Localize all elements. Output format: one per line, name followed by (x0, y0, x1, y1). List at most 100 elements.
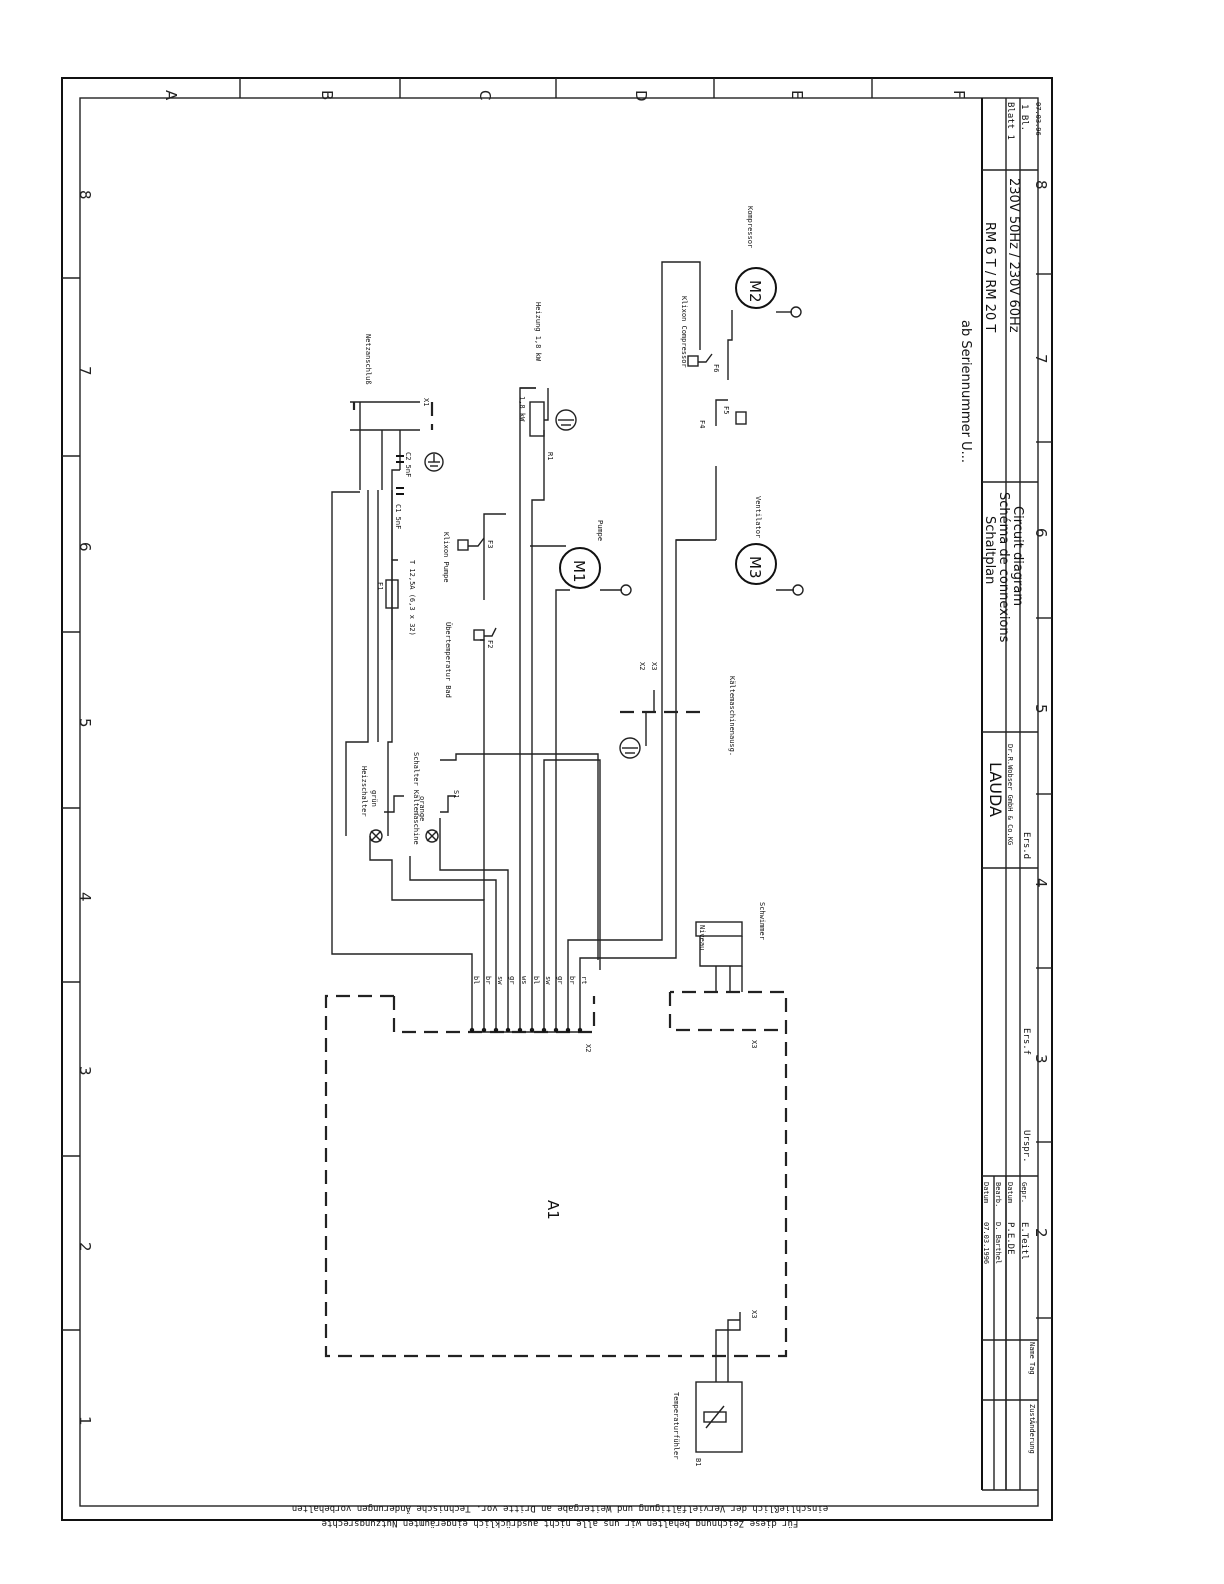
wire-code-10: rt (580, 976, 588, 984)
column-letter-f: F (950, 90, 968, 99)
level-x3-label: X3 (750, 1040, 758, 1048)
title-english: Circuit diagram (1010, 506, 1025, 606)
klixon-compressor-label: Klixon Compressor (680, 296, 688, 368)
sheet-count: 1 Bl. (1019, 104, 1029, 131)
column-letter-a: A (162, 90, 180, 101)
row-number-right-6: 6 (1032, 528, 1050, 538)
row-number-7: 7 (76, 366, 94, 376)
motor-m1-label: M1 (570, 560, 588, 583)
sheet-number: Blatt 1 (1005, 102, 1015, 140)
row-number-right-7: 7 (1032, 354, 1050, 364)
cooling-unit-label: Kältemaschinenausg. (728, 676, 736, 756)
tb-row-label-4: Gepr. (1020, 1182, 1028, 1203)
f6-label: F6 (712, 364, 720, 372)
voltage-label: 230V 50Hz / 230V 60Hz (1006, 178, 1021, 333)
heater-label: Heizung 1,8 kW (534, 302, 542, 362)
protection-switches: Klixon Pumpe F3 Übertemperatur Bad F2 (442, 532, 497, 698)
controller-label: A1 (544, 1200, 562, 1220)
wire-code-1: bl (472, 976, 480, 984)
wire-code-6: bl (532, 976, 540, 984)
cool-switch-lamp-icon (425, 829, 439, 843)
mains-connection: Netzanschluß X1 C2 5nF C1 5nF (352, 334, 444, 529)
level-sensor-niveau: Niveau (698, 925, 706, 950)
temp-x3-label: X3 (750, 1310, 758, 1318)
cool-switch-color: orange (418, 796, 426, 821)
series-note: ab Seriennummer U... (958, 320, 973, 463)
cooling-x3-label: X3 (650, 662, 658, 670)
tb-row-value-1: 07.03.1996 (982, 1222, 990, 1264)
company-subtitle: Dr.R.Wobser GmbH & Co.KG (1006, 744, 1014, 845)
motor-m1: M1 Pumpe (559, 520, 632, 596)
sheet-date: 07.03.96 (1034, 102, 1042, 136)
column-letter-b: B (318, 90, 336, 100)
tb-row-value-4: E.Teitl (1019, 1222, 1029, 1260)
connector-x2-label: X2 (584, 1044, 592, 1052)
heater-power: 1,8 kW (518, 396, 526, 422)
motor-m2: M2 Kompressor Klixon Compressor F6 F4 F5 (680, 206, 802, 428)
switch-s1-label: S1 (452, 790, 460, 798)
motor-m1-name: Pumpe (596, 520, 604, 541)
rev-header-day: Tag (1028, 1362, 1036, 1375)
fuse-f1-label: F1 (376, 582, 384, 590)
row-number-1: 1 (76, 1416, 94, 1426)
rev-header-change: Änderung (1028, 1420, 1037, 1454)
f2-label: F2 (486, 640, 494, 648)
replaced-by: Ers.f (1021, 1028, 1031, 1055)
heater-earth-icon (555, 409, 577, 431)
origin-label: Urspr. (1021, 1130, 1031, 1163)
tb-row-label-1: Datum (982, 1182, 990, 1203)
heat-switch-color: grün (370, 790, 378, 807)
row-number-strip-right: 2 3 4 5 6 7 8 (1032, 180, 1052, 1319)
copyright-line-2: einschließlich der Vervielfältigung und … (292, 1503, 828, 1514)
motor-m3-label: M3 (746, 556, 764, 579)
controller-a1: A1 (324, 990, 788, 1358)
wire-code-8: gr (556, 976, 564, 984)
row-number-8: 8 (76, 190, 94, 200)
model-label: RM 6 T / RM 20 T (982, 222, 997, 332)
wire-code-2: br (484, 976, 492, 984)
connector-x2-pins: X2 (469, 1027, 592, 1052)
tb-row-label-2: Bearb. (994, 1182, 1002, 1207)
cooling-unit-output: X2 X3 Kältemaschinenausg. (619, 662, 736, 759)
mains-label: Netzanschluß (364, 334, 372, 385)
copyright-notice: einschließlich der Vervielfältigung und … (292, 1503, 828, 1528)
wire-code-5: ws (520, 976, 528, 984)
tb-row-value-3: P.E.DE (1005, 1222, 1015, 1255)
heater-r1: 1,8 kW R1 Heizung 1,8 kW (518, 302, 577, 460)
temperature-sensor: B1 Temperaturfühler X3 (672, 1310, 758, 1466)
row-number-right-5: 5 (1032, 704, 1050, 714)
fuse-f1-value: T 12,5A (6,3 x 32) (408, 560, 416, 636)
capacitor-c2-label: C2 5nF (404, 452, 412, 477)
rev-header-state: Zust. (1028, 1404, 1036, 1425)
heat-switch-label: Heizschalter (360, 766, 368, 817)
sheet-inner-border (79, 97, 1039, 1507)
wire-code-4: gr (508, 976, 516, 984)
motor-m2-label: M2 (746, 280, 764, 303)
title-french: Schéma de connexions (996, 492, 1011, 643)
cooling-x2-label: X2 (638, 662, 646, 670)
row-number-2: 2 (76, 1242, 94, 1252)
f4-label: F4 (698, 420, 706, 428)
column-letter-e: E (788, 90, 806, 99)
heat-switch-lamp-icon (369, 829, 383, 843)
copyright-line-1: Für diese Zeichnung behalten wir uns all… (322, 1518, 799, 1528)
f3-label: F3 (486, 540, 494, 548)
cooling-earth-icon (619, 737, 641, 759)
row-number-strip-left: 1 2 3 4 5 6 7 8 (62, 190, 94, 1426)
sheet-outer-border (61, 77, 1053, 1521)
heater-r1-label: R1 (546, 452, 554, 460)
motor-m3-name: Ventilator (754, 496, 762, 538)
replacement-for: Ers.d (1021, 832, 1031, 859)
company-name: LAUDA (986, 762, 1005, 817)
level-sensor-label: Schwimmer (758, 902, 766, 940)
row-number-4: 4 (76, 892, 94, 902)
tb-row-value-2: D. Barthel (994, 1222, 1002, 1264)
wiring (331, 261, 743, 992)
temp-sensor-b1-label: B1 (694, 1458, 702, 1466)
motor-m2-name: Kompressor (746, 206, 754, 248)
column-letter-strip: A B C D E F (162, 78, 968, 102)
klixon-pump-label: Klixon Pumpe (442, 532, 450, 583)
capacitor-c1-label: C1 5nF (394, 504, 402, 529)
wire-bundle: bl br sw gr ws bl sw gr br rt (471, 970, 588, 1030)
